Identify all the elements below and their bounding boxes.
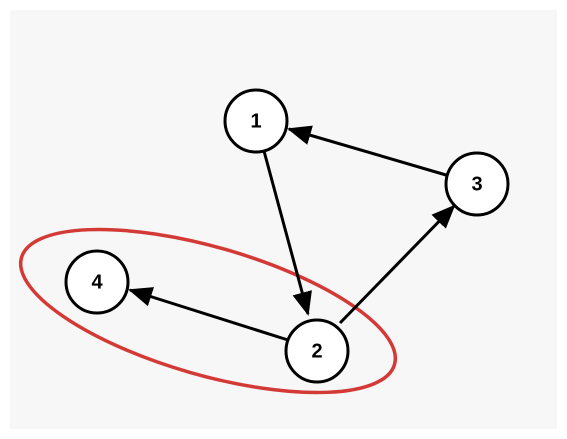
node-3: 3 bbox=[444, 151, 510, 217]
node-2-circle bbox=[284, 318, 350, 384]
edge-2-to-3 bbox=[338, 204, 456, 325]
node-1-label: 1 bbox=[250, 110, 261, 132]
node-1: 1 bbox=[223, 88, 289, 154]
node-2-label: 2 bbox=[311, 340, 322, 362]
node-3-circle bbox=[444, 151, 510, 217]
edge-3-to-1 bbox=[287, 125, 447, 177]
edges-layer bbox=[128, 125, 456, 342]
highlight-group-ellipse bbox=[18, 227, 398, 395]
node-3-label: 3 bbox=[471, 173, 482, 195]
edge-1-to-2 bbox=[262, 150, 312, 316]
node-4-circle bbox=[64, 249, 130, 315]
nodes-layer: 1 2 3 4 bbox=[64, 88, 510, 384]
edge-2-to-4 bbox=[128, 287, 289, 342]
node-4: 4 bbox=[64, 249, 130, 315]
node-1-circle bbox=[223, 88, 289, 154]
node-2: 2 bbox=[284, 318, 350, 384]
node-4-label: 4 bbox=[91, 271, 103, 293]
